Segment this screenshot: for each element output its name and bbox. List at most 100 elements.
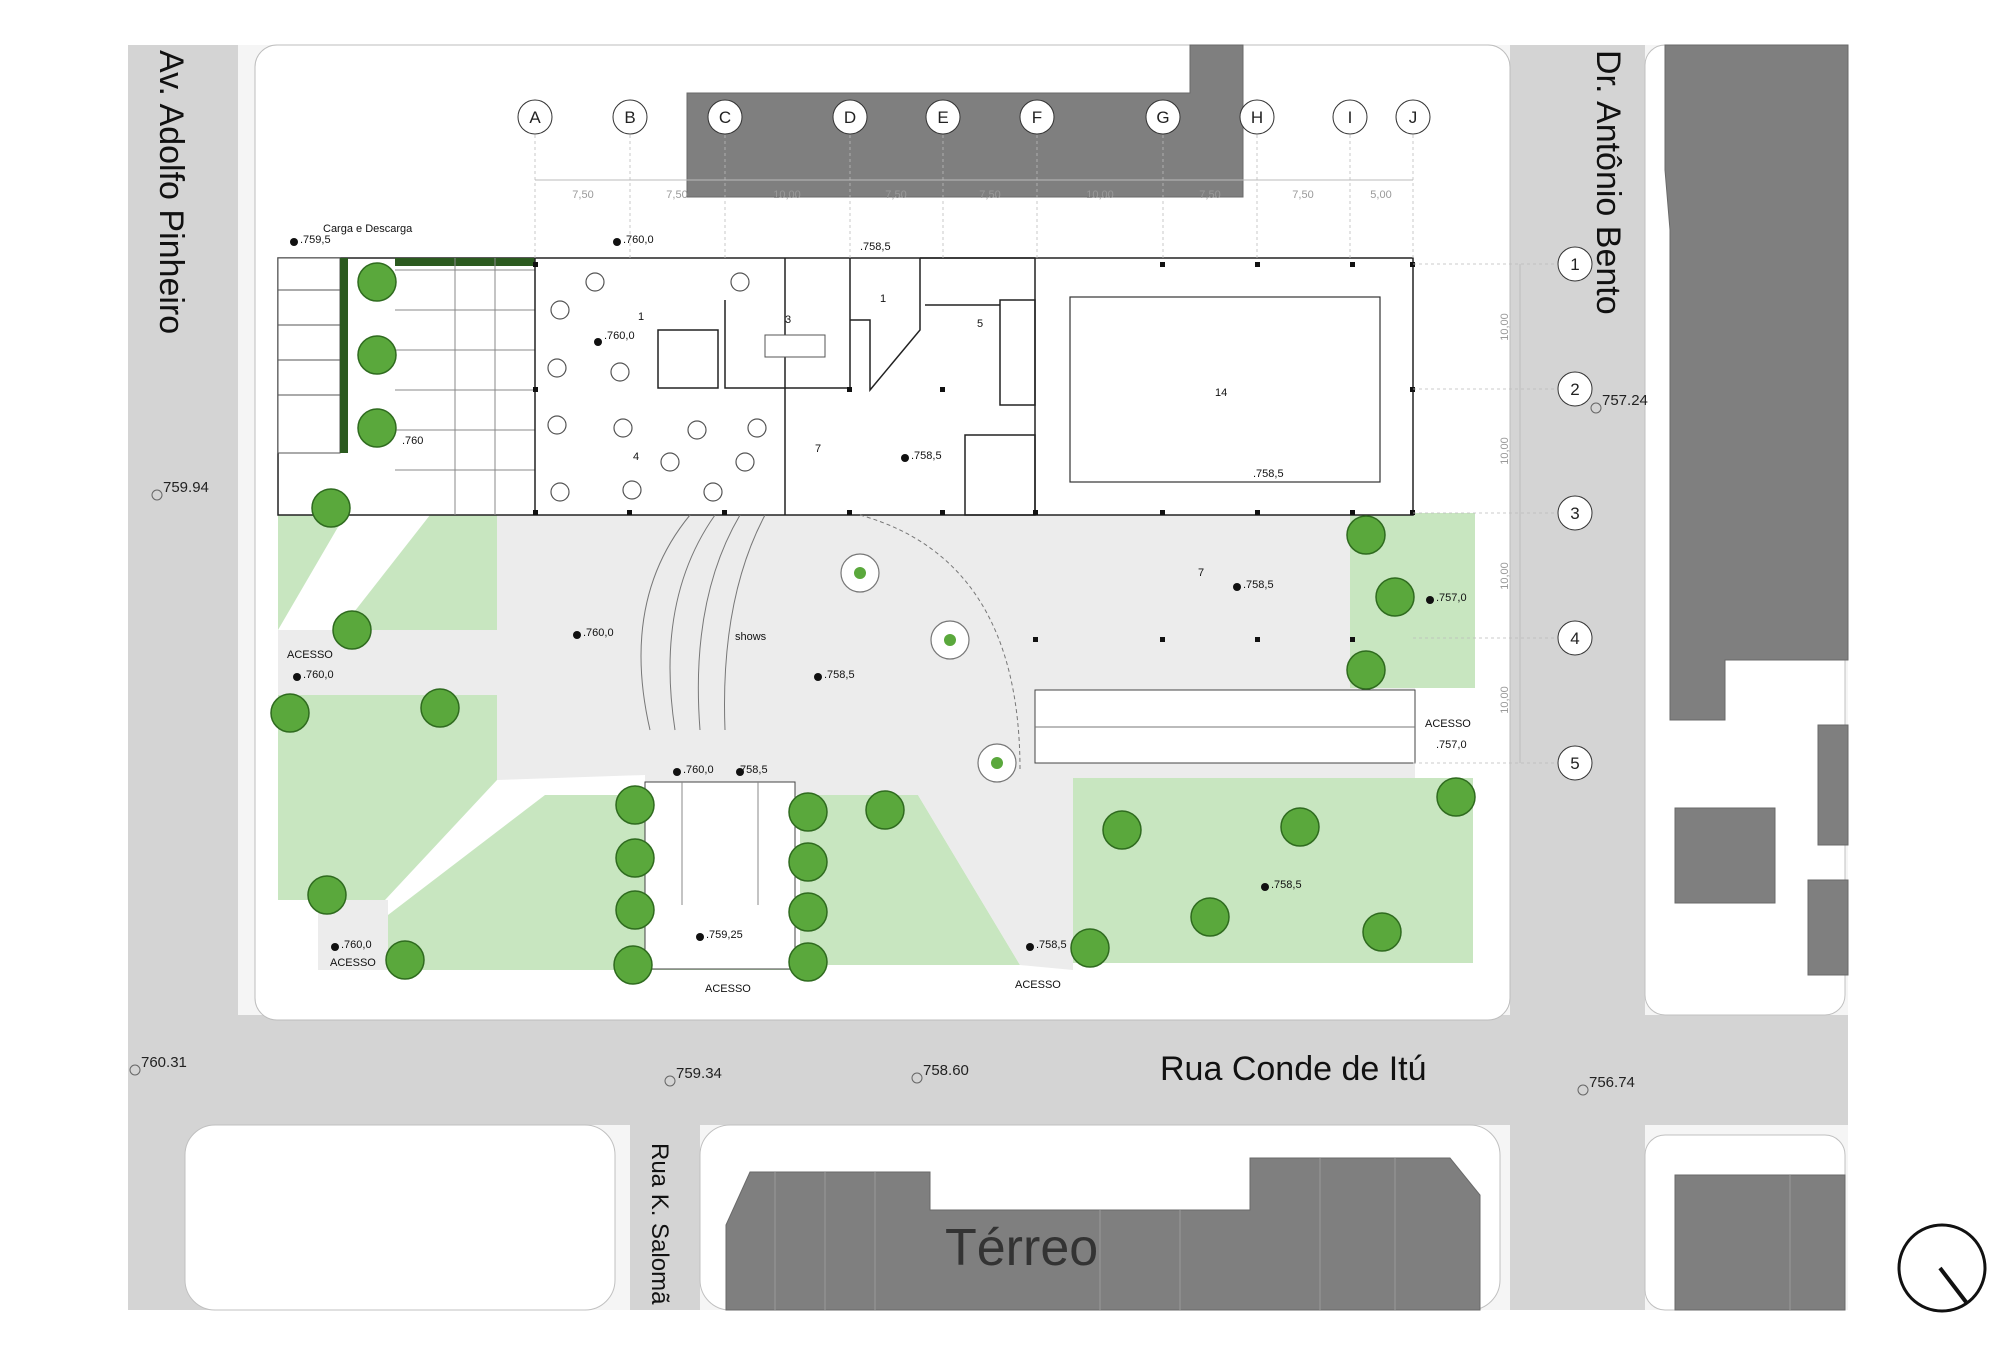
sports-court [1069, 296, 1381, 483]
kitchen-counter [764, 334, 826, 358]
tree [615, 838, 655, 878]
level-label: .760,0 [604, 330, 635, 342]
spot-level: 758.60 [923, 1062, 969, 1079]
level-label: .757,0 [1436, 739, 1467, 751]
tree [311, 488, 351, 528]
green-west-low [278, 695, 497, 900]
tree [788, 792, 828, 832]
tree [788, 942, 828, 982]
level-symbols [290, 238, 1434, 951]
tree [1070, 928, 1110, 968]
dim-fg: 10,00 [1086, 189, 1114, 201]
spot-level: 759.94 [163, 479, 209, 496]
level-label: .758,5 [860, 241, 891, 253]
building-east-1 [1664, 44, 1849, 721]
north-arrow [1897, 1223, 1987, 1313]
building-east-3 [1674, 807, 1776, 904]
green-south-mid [800, 795, 1020, 965]
grid-row-4: 4 [1570, 629, 1579, 648]
spot-level: 756.74 [1589, 1074, 1635, 1091]
row-dimensions: 10,00 10,00 10,00 10,00 [1499, 313, 1511, 714]
tree [357, 335, 397, 375]
north-arrow-needle [1938, 1266, 1968, 1304]
dim-gh: 7,50 [1199, 189, 1220, 201]
tree [332, 610, 372, 650]
tree [615, 890, 655, 930]
tree [1375, 577, 1415, 617]
grid-row-1: 1 [1570, 255, 1579, 274]
level-label: .760,0 [303, 669, 334, 681]
shows-label: shows [735, 631, 767, 643]
plaza-tree-cores [854, 567, 1003, 769]
room-number: 4 [633, 451, 639, 463]
street-east-south [1645, 1015, 1745, 1105]
grid-col-f: F [1032, 108, 1042, 127]
tree [1436, 777, 1476, 817]
central-plaza [497, 515, 1415, 970]
building-southeast [1674, 1174, 1846, 1311]
block-southwest [184, 1124, 616, 1311]
loading-bay-lines [278, 289, 340, 396]
building-east-4 [1807, 879, 1849, 976]
level-label: .760 [402, 435, 423, 447]
cafe-seating [395, 258, 535, 515]
level-label: .757,0 [1436, 592, 1467, 604]
room-number: 5 [977, 318, 983, 330]
grid-col-i: I [1348, 108, 1353, 127]
dim-34: 10,00 [1499, 562, 1511, 590]
access-label-west: ACESSO [287, 649, 333, 661]
street-south [128, 1015, 1848, 1125]
grid-row-3: 3 [1570, 504, 1579, 523]
dim-bc: 7,50 [666, 189, 687, 201]
tree [1190, 897, 1230, 937]
level-label: .758,5 [911, 450, 942, 462]
green-southwest [388, 795, 645, 970]
room-number: 7 [1198, 567, 1204, 579]
grid-col-a: A [529, 108, 541, 127]
spot-level: 760.31 [141, 1054, 187, 1071]
room-number: 7 [815, 443, 821, 455]
level-label: .759,5 [300, 234, 331, 246]
walk-west [278, 630, 498, 695]
structural-columns [533, 262, 1415, 642]
dim-23: 10,00 [1499, 437, 1511, 465]
level-label: .760,0 [623, 234, 654, 246]
level-label: .759,25 [706, 929, 743, 941]
street-southwest [630, 1110, 700, 1310]
tree [865, 790, 905, 830]
dim-45: 10,00 [1499, 686, 1511, 714]
dim-hi: 7,50 [1292, 189, 1313, 201]
spot-level: 759.34 [676, 1065, 722, 1082]
floor-title: Térreo [945, 1219, 1098, 1277]
street-name-south: Rua Conde de Itú [1160, 1050, 1427, 1088]
level-label: .760,0 [583, 627, 614, 639]
neighbour-buildings [686, 44, 1849, 1311]
access-label-south: ACESSO [705, 983, 751, 995]
building-north [686, 44, 1244, 198]
spot-level: 757.24 [1602, 392, 1648, 409]
building-lines [774, 1158, 1791, 1310]
tree [788, 842, 828, 882]
grid-col-j: J [1409, 108, 1418, 127]
dim-de: 7,50 [885, 189, 906, 201]
grid-col-b: B [624, 108, 635, 127]
grid-col-h: H [1251, 108, 1263, 127]
dim-cd: 10,00 [773, 189, 801, 201]
round-tables [547, 272, 767, 502]
tree [613, 945, 653, 985]
spot-markers [129, 402, 1602, 1096]
access-label-east: ACESSO [1425, 718, 1471, 730]
tree [270, 693, 310, 733]
level-label: .758,5 [824, 669, 855, 681]
amphitheater [640, 514, 1021, 771]
tree [307, 875, 347, 915]
grid-axes [534, 135, 1555, 764]
tree [420, 688, 460, 728]
loading-bays [277, 257, 341, 454]
street-name-east: Dr. Antônio Bento [1589, 50, 1627, 315]
access-label-southeast: ACESSO [1015, 979, 1061, 991]
level-label: .758,5 [1271, 879, 1302, 891]
hedge [340, 258, 348, 453]
trees [270, 262, 1476, 985]
tree [1346, 650, 1386, 690]
